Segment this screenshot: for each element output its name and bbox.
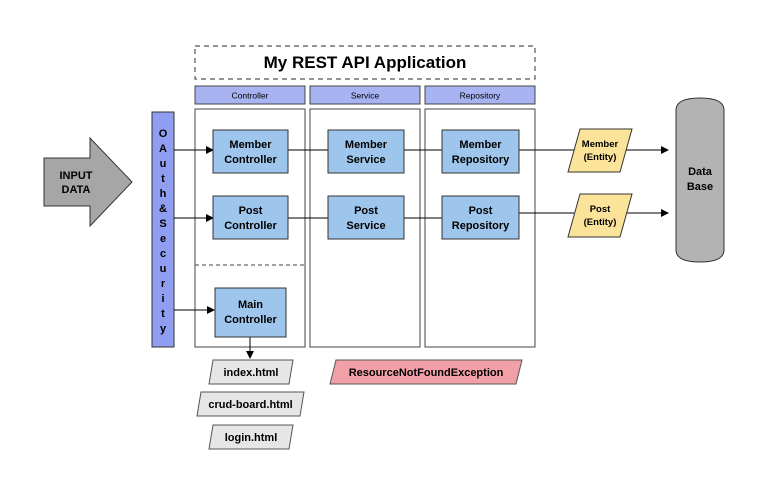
database-line2: Base — [687, 181, 713, 193]
post-service-box: Post Service — [327, 195, 405, 240]
title-box: My REST API Application — [194, 45, 536, 80]
main-controller-line2: Controller — [224, 314, 277, 326]
layer-header-repository: Repository — [424, 85, 536, 105]
post-service-line1: Post — [354, 205, 378, 217]
layer-header-controller: Controller — [194, 85, 306, 105]
post-service-line2: Service — [346, 220, 385, 232]
member-controller-box: Member Controller — [212, 129, 289, 174]
member-repository-line2: Repository — [452, 154, 510, 166]
post-entity-shape: Post (Entity) — [567, 193, 633, 238]
diagram-title: My REST API Application — [264, 53, 467, 72]
layer-label-controller: Controller — [232, 91, 269, 101]
input-label-line2: DATA — [62, 184, 91, 196]
input-label-line1: INPUT — [60, 170, 93, 182]
view-crud-board-label: crud-board.html — [208, 399, 292, 411]
post-controller-line2: Controller — [224, 220, 277, 232]
view-crud-board-html: crud-board.html — [196, 391, 305, 417]
member-service-line2: Service — [346, 154, 385, 166]
exception-box: ResourceNotFoundException — [329, 359, 523, 385]
post-controller-box: Post Controller — [212, 195, 289, 240]
post-repository-line1: Post — [469, 205, 493, 217]
post-repository-line2: Repository — [452, 220, 510, 232]
post-entity-line1: Post — [590, 204, 611, 215]
layer-label-repository: Repository — [460, 91, 501, 101]
exception-label: ResourceNotFoundException — [349, 367, 504, 379]
post-entity-line2: (Entity) — [584, 217, 617, 228]
member-controller-line2: Controller — [224, 154, 277, 166]
post-repository-box: Post Repository — [441, 195, 520, 240]
post-controller-line1: Post — [239, 205, 263, 217]
member-entity-line1: Member — [582, 139, 619, 150]
main-controller-line1: Main — [238, 299, 263, 311]
member-entity-shape: Member (Entity) — [567, 128, 633, 173]
database-shape: Data Base — [675, 97, 725, 263]
layer-label-service: Service — [351, 91, 380, 101]
member-service-line1: Member — [345, 139, 388, 151]
layer-header-service: Service — [309, 85, 421, 105]
main-controller-box: Main Controller — [214, 287, 287, 338]
input-data-arrow: INPUT DATA — [43, 136, 133, 228]
member-service-box: Member Service — [327, 129, 405, 174]
member-repository-line1: Member — [459, 139, 502, 151]
view-index-label: index.html — [223, 367, 278, 379]
member-entity-line2: (Entity) — [584, 152, 617, 163]
member-repository-box: Member Repository — [441, 129, 520, 174]
member-controller-line1: Member — [229, 139, 272, 151]
database-line1: Data — [688, 166, 713, 178]
view-index-html: index.html — [208, 359, 294, 385]
view-login-label: login.html — [225, 432, 278, 444]
view-login-html: login.html — [208, 424, 294, 450]
